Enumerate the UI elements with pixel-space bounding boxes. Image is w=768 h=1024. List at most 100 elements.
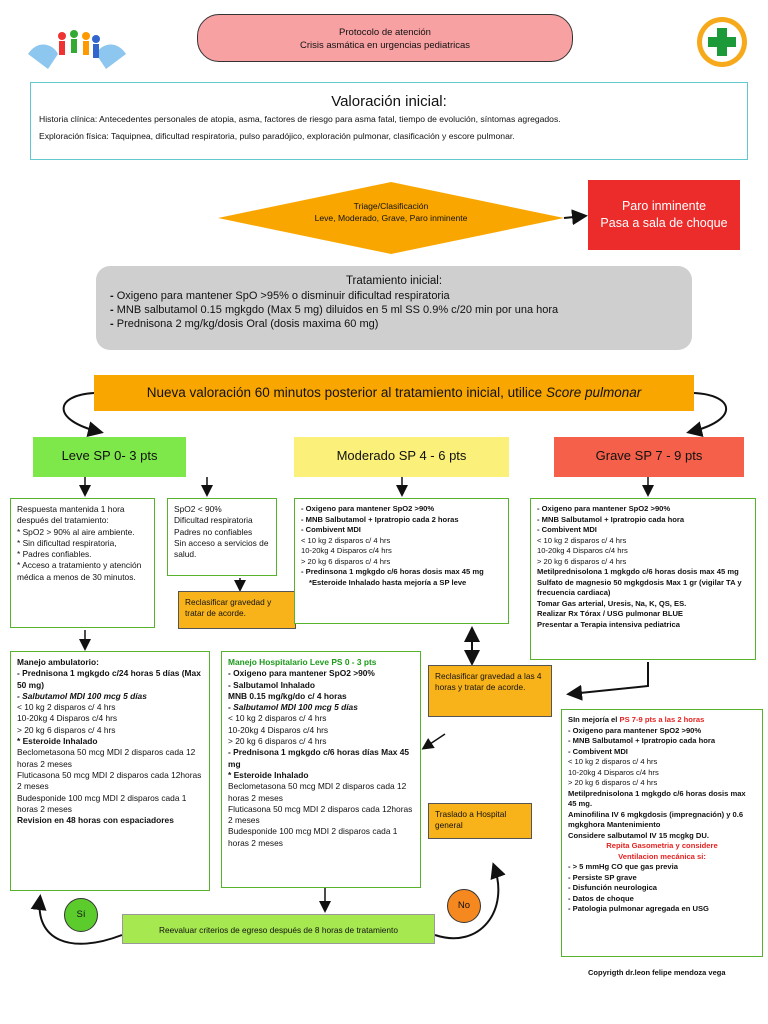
tx-item: MNB salbutamol 0.15 mgkgdo (Max 5 mg) di… — [110, 303, 678, 317]
sin-mejoria-repita: Repita Gasometria y considere — [606, 841, 718, 850]
sin-mejoria-dosis: < 10 kg 2 disparos c/ 4 hrs — [568, 757, 658, 766]
sin-mejoria-item: Combivent MDI — [568, 747, 756, 758]
grave-tx-box: Oxigeno para mantener SpO2 >90% MNB Salb… — [530, 498, 756, 660]
hospitalario-salb-mdi: Salbutamol MDI 100 mcg 5 días — [228, 702, 414, 713]
score-pulmonar: Score pulmonar — [545, 385, 642, 400]
triage-line-1: Triage/Clasificación — [353, 201, 429, 211]
hospitalario-budes: Budesponide 100 mcg MDI 2 disparos cada … — [228, 826, 398, 848]
valoracion-title: Valoración inicial: — [331, 93, 447, 110]
ambulatorio-salbutamol: Salbutamol MDI 100 mcg 5 días — [17, 691, 203, 702]
moderado-tx-box: Oxigeno para mantener SpO2 >90% MNB Salb… — [294, 498, 509, 624]
ambulatorio-dosis: < 10 kg 2 disparos c/ 4 hrs — [17, 702, 116, 713]
sin-mejoria-ventilacion: Ventilacion mecánica si: — [618, 851, 706, 861]
tx-item: Prednisona 2 mg/kg/dosis Oral (dosis max… — [110, 317, 678, 331]
vm-item: Patologia pulmonar agregada en USG — [568, 904, 756, 915]
moderado-item: Oxigeno para mantener SpO2 >90% — [301, 504, 502, 515]
moderado-dosis: > 20 kg 6 disparos c/ 4 hrs — [301, 556, 391, 566]
hospitalario-mnb: MNB 0.15 mg/kg/do c/ 4 horas — [228, 690, 347, 701]
sin-mejoria-title: SIn mejoría el PS 7-9 pts a las 2 horas — [568, 715, 756, 726]
severity-grave: Grave SP 7 - 9 pts — [554, 437, 744, 477]
sin-mejoria-dosis: 10-20kg 4 Disparos c/4 hrs — [568, 767, 659, 777]
sin-mejoria-dosis: > 20 kg 6 disparos c/ 4 hrs — [568, 778, 658, 787]
paro-inminente-box: Paro inminente Pasa a sala de choque — [588, 180, 740, 250]
grave-item: Combivent MDI — [537, 525, 749, 536]
tx-item: Oxigeno para mantener SpO >95% o disminu… — [110, 289, 678, 303]
hospitalario-title: Manejo Hospitalario Leve PS 0 - 3 pts — [228, 657, 377, 667]
moderado-dosis: 10-20kg 4 Disparos c/4 hrs — [301, 546, 392, 555]
hospitalario-salb-inh: Salbutamol Inhalado — [228, 680, 414, 691]
hospital-seal-right — [697, 17, 747, 67]
hospitalario-oxigeno: Oxigeno para mantener SpO2 >90% — [228, 668, 414, 679]
ambulatorio-dosis: > 20 kg 6 disparos c/ 4 hrs — [17, 724, 116, 735]
moderado-dosis: < 10 kg 2 disparos c/ 4 hrs — [301, 535, 391, 545]
leve-sin-respuesta-box: SpO2 < 90% Dificultad respiratoria Padre… — [167, 498, 277, 576]
respuesta-item: Acceso a tratamiento y atención médica a… — [17, 560, 148, 583]
grave-dosis: 10-20kg 4 Disparos c/4 hrs — [537, 546, 628, 555]
hospitalario-esteroide: Esteroide Inhalado — [228, 770, 414, 781]
severity-moderado: Moderado SP 4 - 6 pts — [294, 437, 509, 477]
triage-label: Triage/Clasificación Leve, Moderado, Gra… — [218, 200, 564, 224]
vm-item: Disfunción neurologica — [568, 883, 756, 894]
leve-respuesta-box: Respuesta mantenida 1 hora después del t… — [10, 498, 155, 628]
reclasificar-box-2: Reclasificar gravedad a las 4 horas y tr… — [428, 665, 552, 717]
sin-respuesta-item: Sin acceso a servicios de salud. — [174, 537, 269, 560]
manejo-ambulatorio-box: Manejo ambulatorio: Prednisona 1 mgkgdo … — [10, 651, 210, 891]
sin-respuesta-item: Dificultad respiratoria — [174, 515, 253, 526]
hospitalario-beclo: Beclometasona 50 mcg MDI 2 disparos cada… — [228, 781, 407, 803]
grave-dosis: < 10 kg 2 disparos c/ 4 hrs — [537, 535, 627, 545]
tratamiento-title: Tratamiento inicial: — [345, 275, 443, 287]
ambulatorio-title: Manejo ambulatorio: — [17, 657, 99, 667]
vm-item: > 5 mmHg CO que gas previa — [568, 862, 756, 873]
exploracion-fisica: Exploración física: Taquipnea, dificulta… — [39, 131, 515, 141]
vm-item: Persiste SP grave — [568, 873, 756, 884]
respuesta-intro: Respuesta mantenida 1 hora después del t… — [17, 504, 125, 526]
ambulatorio-dosis: 10-20kg 4 Disparos c/4 hrs — [17, 713, 118, 724]
paro-line-2: Pasa a sala de choque — [600, 216, 728, 230]
sin-respuesta-item: SpO2 < 90% — [174, 504, 222, 514]
sin-respuesta-item: Padres no confiables — [174, 526, 253, 537]
paro-line-1: Paro inminente — [621, 199, 707, 213]
sin-mejoria-metil: Metilprednisolona 1 mgkgdo c/6 horas dos… — [568, 788, 746, 809]
ambulatorio-budes: Budesponide 100 mcg MDI 2 disparos cada … — [17, 792, 187, 814]
valoracion-inicial-box: Valoración inicial: Historia clínica: An… — [30, 82, 748, 160]
copyright: Copyrigth dr.leon felipe mendoza vega — [588, 968, 726, 977]
ambulatorio-revision: Revision en 48 horas con espaciadores — [17, 815, 174, 826]
manejo-hospitalario-box: Manejo Hospitalario Leve PS 0 - 3 pts Ox… — [221, 651, 421, 888]
moderado-esteroide: *Esteroide Inhalado hasta mejoría a SP l… — [309, 577, 467, 587]
reclasificar-box-1: Reclasificar gravedad y tratar de acorde… — [178, 591, 296, 629]
sin-mejoria-aminofilina: Aminofilina IV 6 mgkgdosis (impregnación… — [568, 809, 744, 830]
nueva-valoracion-banner: Nueva valoración 60 minutos posterior al… — [94, 375, 694, 411]
grave-uti: Presentar a Terapia intensiva pediatrica — [537, 619, 680, 629]
grave-item: Oxigeno para mantener SpO2 >90% — [537, 504, 749, 515]
respuesta-item: Sin dificultad respiratoria, — [17, 538, 148, 549]
no-circle: No — [447, 889, 481, 923]
ambulatorio-fluti: Fluticasona 50 mcg MDI 2 disparos cada 1… — [17, 769, 202, 792]
hospitalario-dosis: < 10 kg 2 disparos c/ 4 hrs — [228, 713, 327, 724]
hospital-logo-left — [28, 30, 126, 69]
title-line-2: Crisis asmática en urgencias pediatricas — [299, 40, 471, 51]
hospitalario-prednisona: Prednisona 1 mgkgdo c/6 horas días Max 4… — [228, 747, 414, 770]
sin-mejoria-emph: PS 7-9 pts a las 2 horas — [619, 715, 705, 724]
nueva-text: Nueva valoración 60 minutos posterior al… — [146, 385, 546, 400]
moderado-item: MNB Salbutamol + Ipratropio cada 2 horas — [301, 515, 502, 526]
grave-metil: Metilprednisolona 1 mgkgdo c/6 horas dos… — [537, 567, 739, 576]
grave-dosis: > 20 kg 6 disparos c/ 4 hrs — [537, 556, 627, 566]
ambulatorio-prednisona: Prednisona 1 mgkgdo c/24 horas 5 días (M… — [17, 668, 203, 691]
title-line-1: Protocolo de atención — [339, 27, 431, 38]
moderado-item: Combivent MDI — [301, 525, 502, 536]
ambulatorio-beclo: Beclometasona 50 mcg MDI 2 disparos cada… — [17, 747, 196, 769]
hospitalario-dosis: > 20 kg 6 disparos c/ 4 hrs — [228, 736, 327, 747]
sin-mejoria-prefix: SIn mejoría el — [568, 715, 620, 724]
reevaluar-box: Reevaluar criterios de egreso después de… — [122, 914, 435, 944]
tratamiento-inicial-box: Tratamiento inicial: Oxigeno para manten… — [96, 266, 692, 350]
protocol-title-box: Protocolo de atención Crisis asmática en… — [197, 14, 573, 62]
sin-mejoria-item: MNB Salbutamol + Ipratropio cada hora — [568, 736, 756, 747]
si-circle: Sí — [64, 898, 98, 932]
traslado-box: Traslado a Hospital general — [428, 803, 532, 839]
respuesta-item: SpO2 > 90% al aire ambiente. — [17, 527, 148, 538]
severity-leve: Leve SP 0- 3 pts — [33, 437, 186, 477]
hospitalario-dosis: 10-20kg 4 Disparos c/4 hrs — [228, 724, 329, 735]
sin-mejoria-box: SIn mejoría el PS 7-9 pts a las 2 horas … — [561, 709, 763, 957]
hospitalario-fluti: Fluticasona 50 mcg MDI 2 disparos cada 1… — [228, 803, 413, 826]
respuesta-item: Padres confiables. — [17, 549, 148, 560]
